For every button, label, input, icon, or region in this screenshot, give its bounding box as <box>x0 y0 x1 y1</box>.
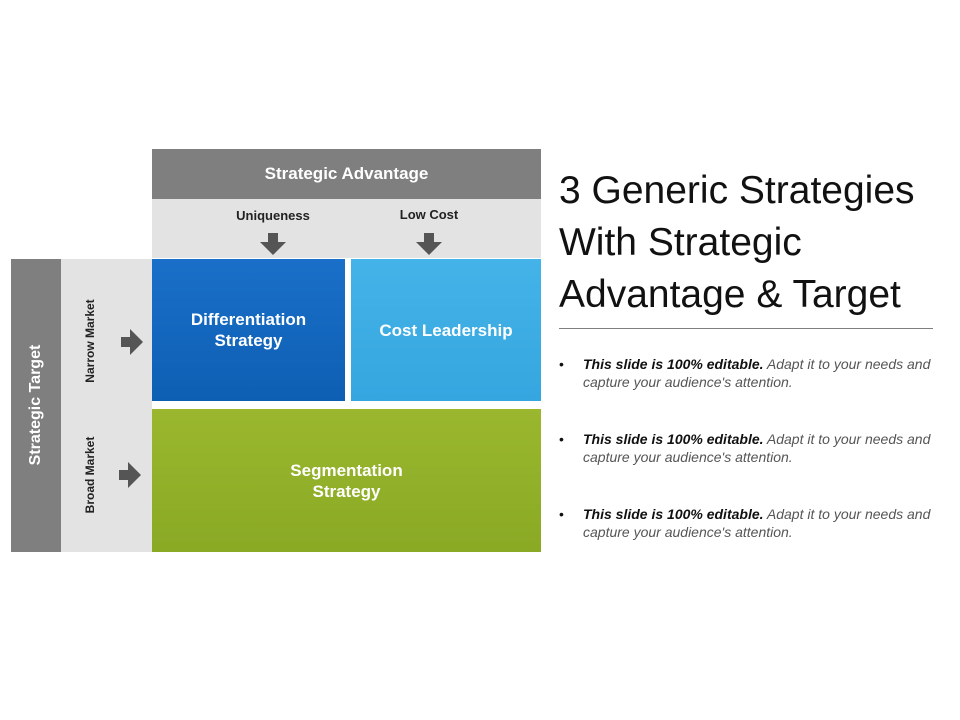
slide-title-text: 3 Generic Strategies With Strategic Adva… <box>559 169 915 316</box>
differentiation-strategy-cell: Differentiation Strategy <box>152 259 345 401</box>
differentiation-strategy-label: Differentiation Strategy <box>190 310 307 350</box>
arrow-down-icon <box>260 233 286 255</box>
strategic-advantage-title: Strategic Advantage <box>264 164 429 183</box>
bullet-item: • This slide is 100% editable. Adapt it … <box>559 505 939 541</box>
strategic-target-title: Strategic Target <box>27 344 44 466</box>
title-divider <box>559 328 933 329</box>
cost-leadership-label: Cost Leadership <box>379 320 513 340</box>
low-cost-label: Low Cost <box>399 207 459 222</box>
strategic-target-bar <box>11 259 61 552</box>
arrow-right-icon <box>121 329 143 355</box>
bullet-body: Adapt it to your needs and capture your … <box>583 431 931 465</box>
bullet-text: This slide is 100% editable. Adapt it to… <box>583 505 939 541</box>
segmentation-strategy-cell: Segmentation Strategy <box>152 409 541 552</box>
bullet-item: • This slide is 100% editable. Adapt it … <box>559 355 939 391</box>
slide-title: 3 Generic Strategies With Strategic Adva… <box>559 165 959 321</box>
advantage-subheader <box>152 199 541 258</box>
arrow-down-icon <box>416 233 442 255</box>
bullet-dot-icon: • <box>559 356 564 372</box>
broad-market-label: Broad Market <box>83 436 97 514</box>
bullet-bold: This slide is 100% editable. <box>583 431 764 447</box>
segmentation-strategy-label: Segmentation Strategy <box>290 460 403 501</box>
arrow-right-icon <box>119 462 141 488</box>
narrow-market-label: Narrow Market <box>83 299 97 383</box>
bullet-body: Adapt it to your needs and capture your … <box>583 356 931 390</box>
bullet-bold: This slide is 100% editable. <box>583 356 764 372</box>
bullet-text: This slide is 100% editable. Adapt it to… <box>583 430 939 466</box>
bullet-item: • This slide is 100% editable. Adapt it … <box>559 430 939 466</box>
bullet-dot-icon: • <box>559 431 564 447</box>
cost-leadership-cell: Cost Leadership <box>351 259 541 401</box>
bullet-text: This slide is 100% editable. Adapt it to… <box>583 355 939 391</box>
uniqueness-label: Uniqueness <box>236 208 310 223</box>
bullet-dot-icon: • <box>559 506 564 522</box>
market-bar <box>61 259 152 552</box>
bullet-bold: This slide is 100% editable. <box>583 506 764 522</box>
bullet-body: Adapt it to your needs and capture your … <box>583 506 931 540</box>
strategic-advantage-header: Strategic Advantage <box>152 149 541 199</box>
